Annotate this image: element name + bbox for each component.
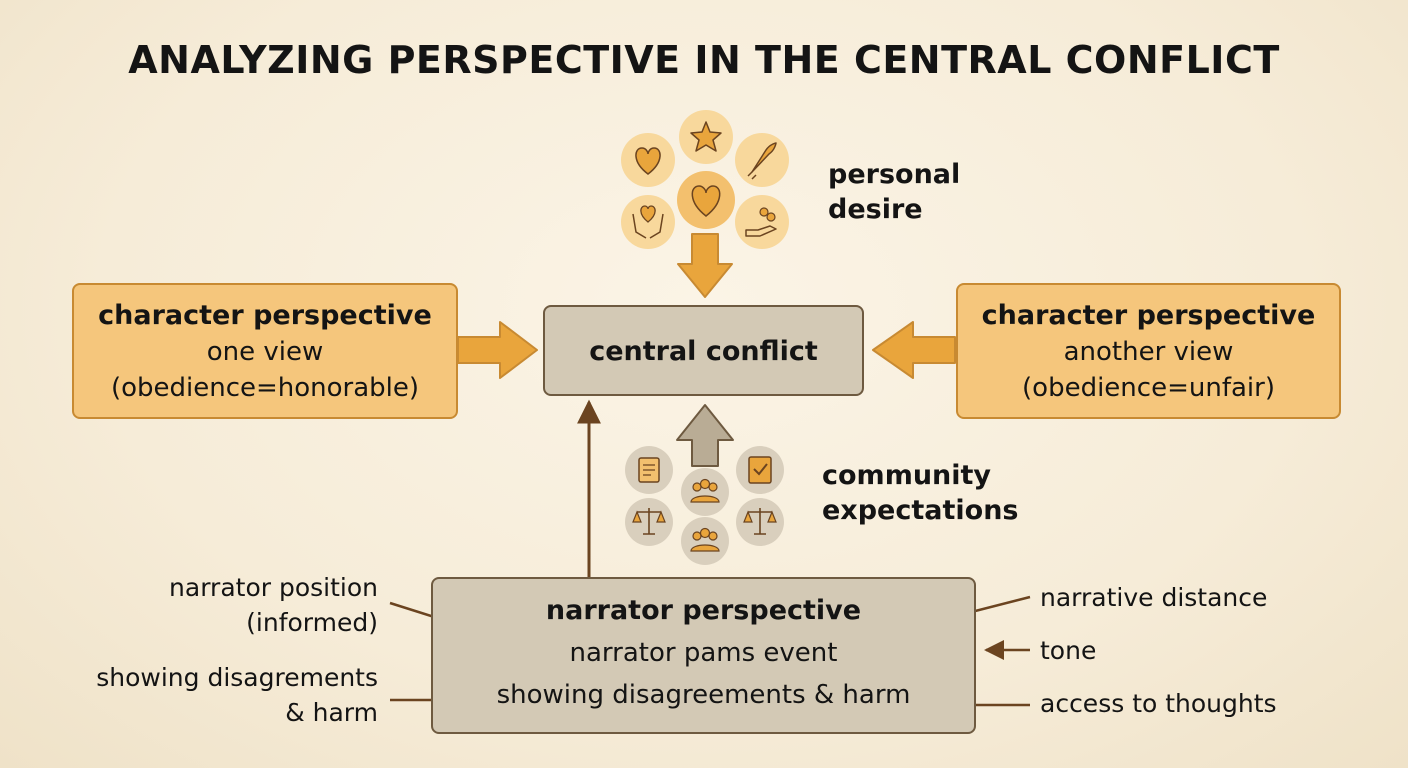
personal-desire-icons: [621, 110, 789, 249]
scales-icon: [736, 498, 784, 546]
showing-annotation: showing disagrements & harm: [20, 660, 378, 730]
narrator-box: narrator perspective narrator pams event…: [431, 577, 976, 734]
showing-line2: & harm: [285, 698, 378, 727]
narrative-distance-annotation: narrative distance: [1040, 583, 1268, 612]
narrator-position-annotation: narrator position (informed): [80, 570, 378, 640]
left-character-view: one view: [206, 337, 324, 367]
page-title: ANALYZING PERSPECTIVE IN THE CENTRAL CON…: [128, 38, 1280, 82]
heart-icon: [677, 171, 735, 229]
hand-coins-icon: [735, 195, 789, 249]
community-icons: [625, 446, 784, 565]
narrator-event: narrator pams event: [569, 638, 838, 668]
scales-icon: [625, 498, 673, 546]
left-character-box: character perspective one view (obedienc…: [72, 283, 458, 419]
star-icon: [679, 110, 733, 164]
left-character-value: (obedience=honorable): [110, 373, 420, 403]
narrator-position-line1: narrator position: [169, 573, 378, 602]
rocket-icon: [735, 133, 789, 187]
tone-annotation: tone: [1040, 636, 1097, 665]
left-to-center-arrow: [457, 321, 538, 379]
central-conflict-box: central conflict: [543, 305, 864, 396]
right-character-value: (obedience=unfair): [1022, 373, 1275, 403]
showing-line1: showing disagrements: [96, 663, 378, 692]
right-character-heading: character perspective: [981, 300, 1316, 331]
heart-icon: [621, 133, 675, 187]
hands-heart-icon: [621, 195, 675, 249]
narrator-showing: showing disagreements & harm: [496, 680, 911, 710]
community-line1: community: [822, 460, 992, 491]
people-icon: [681, 468, 729, 516]
left-character-heading: character perspective: [98, 300, 432, 331]
central-conflict-label: central conflict: [589, 336, 818, 367]
book-check-icon: [736, 446, 784, 494]
access-annotation: access to thoughts: [1040, 689, 1277, 718]
narrator-heading: narrator perspective: [545, 595, 862, 626]
right-character-view: another view: [1063, 337, 1234, 367]
community-line2: expectations: [822, 495, 1019, 526]
scroll-icon: [625, 446, 673, 494]
right-character-box: character perspective another view (obed…: [956, 283, 1341, 419]
desire-to-center-arrow: [677, 233, 733, 298]
personal-desire-line2: desire: [828, 194, 923, 225]
community-label: community expectations: [822, 458, 1019, 528]
people-icon: [681, 517, 729, 565]
narrator-position-line2: (informed): [246, 608, 378, 637]
right-to-center-arrow: [872, 321, 956, 379]
community-to-center-arrow: [676, 404, 734, 467]
personal-desire-line1: personal: [828, 159, 961, 190]
personal-desire-label: personal desire: [828, 157, 960, 227]
